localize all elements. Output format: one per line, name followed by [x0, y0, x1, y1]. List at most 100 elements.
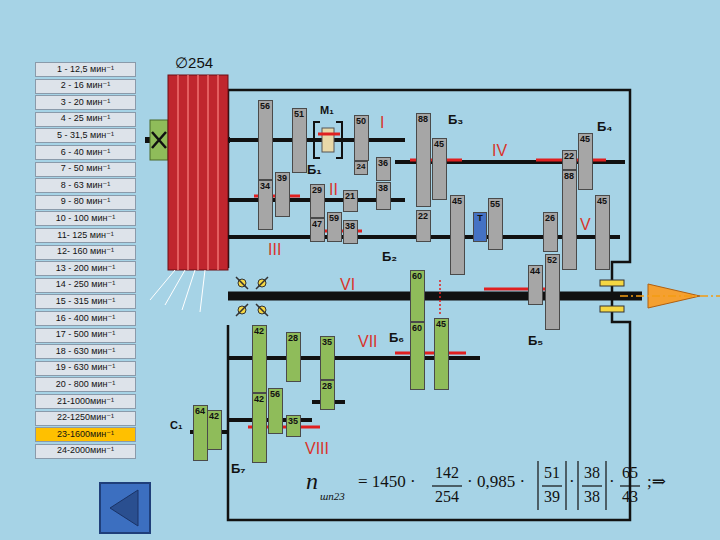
gear: 35 [320, 336, 335, 380]
speed-cell: 3 - 20 мин⁻¹ [35, 95, 136, 110]
gear: 52 [545, 254, 560, 330]
shaft-number: IV [492, 142, 507, 160]
pulley-grooves [178, 75, 218, 270]
gear: 24 [354, 161, 368, 175]
speed-cell: 12- 160 мин⁻¹ [35, 245, 136, 260]
belt-lines [200, 270, 205, 312]
gear: 22 [416, 210, 431, 242]
gear: 45 [434, 318, 449, 390]
speed-value: 2 - 16 мин⁻¹ [61, 81, 110, 91]
tooth-count: 45 [434, 140, 444, 150]
gear: 22 [562, 150, 577, 170]
speed-value: 5 - 31,5 мин⁻¹ [57, 131, 114, 141]
speed-value: 19 - 630 мин⁻¹ [56, 363, 115, 373]
formula-part: 65 [622, 464, 638, 482]
shafts [190, 140, 625, 432]
tooth-count: 42 [254, 327, 264, 337]
formula-part: 39 [544, 488, 560, 506]
pulley-grooves [197, 75, 199, 270]
formula-bars [582, 485, 602, 486]
formula-bars [542, 485, 562, 486]
tooth-count: 38 [378, 184, 388, 194]
tooth-count: 42 [254, 395, 264, 405]
speed-cell: 18 - 630 мин⁻¹ [35, 344, 136, 359]
gear: 28 [320, 380, 335, 410]
dotted-link [439, 280, 441, 316]
gear: 47 [310, 218, 325, 242]
shaft-number: VII [358, 333, 378, 351]
tooth-count: 56 [270, 390, 280, 400]
shaft-number: VIII [305, 440, 329, 458]
tooth-count: 47 [312, 220, 322, 230]
tooth-count: 28 [322, 382, 332, 392]
gear: 38 [343, 220, 358, 244]
gear: 42 [207, 410, 222, 450]
speed-cell: 16 - 400 мин⁻¹ [35, 311, 136, 326]
gear: 26 [543, 212, 558, 252]
speed-cell: 15 - 315 мин⁻¹ [35, 294, 136, 309]
formula-bars [432, 461, 640, 510]
tooth-count: 59 [329, 214, 339, 224]
tooth-count: 55 [490, 200, 500, 210]
shaft-number: III [268, 241, 281, 259]
tooth-count: 64 [195, 407, 205, 417]
gear: 45 [432, 138, 447, 200]
formula-bars [605, 461, 606, 510]
engagement-lines [318, 133, 340, 136]
speed-cell: 19 - 630 мин⁻¹ [35, 361, 136, 376]
tooth-count: 60 [412, 272, 422, 282]
gear: 88 [562, 170, 577, 270]
pulley-grooves [187, 75, 189, 270]
gear-block-name: Б₂ [382, 250, 397, 264]
shaft-number: II [329, 181, 338, 199]
pulley-grooves [177, 75, 179, 270]
clutch-name: C₁ [170, 419, 183, 431]
tooth-count: 52 [547, 256, 557, 266]
speed-value: 3 - 20 мин⁻¹ [61, 98, 110, 108]
speed-value: 9 - 80 мин⁻¹ [61, 197, 110, 207]
speed-cell: 2 - 16 мин⁻¹ [35, 79, 136, 94]
gear: 56 [258, 100, 273, 180]
gear: 45 [595, 195, 610, 270]
gear: 88 [416, 113, 431, 207]
belt-lines [165, 270, 185, 305]
tooth-count: 51 [294, 110, 304, 120]
bearings [238, 279, 624, 314]
speed-value: 1 - 12,5 мин⁻¹ [57, 65, 114, 75]
tooth-count: 44 [530, 267, 540, 277]
speed-value: 23-1600мин⁻¹ [57, 430, 114, 440]
formula-bars [565, 461, 566, 510]
tooth-count: 88 [418, 115, 428, 125]
shaft-number: V [580, 216, 591, 234]
gear: 34 [258, 180, 273, 230]
gear: 56 [268, 388, 283, 434]
formula-bars [577, 461, 578, 510]
gear: 38 [376, 182, 391, 210]
formula-part: 38 [584, 464, 600, 482]
shafts [228, 138, 405, 142]
speed-value: 16 - 400 мин⁻¹ [56, 314, 115, 324]
tooth-count: 60 [412, 324, 422, 334]
gear-block-name: Б₇ [231, 462, 246, 476]
speed-cell: 22-1250мин⁻¹ [35, 411, 136, 426]
tooth-count: 35 [322, 338, 332, 348]
speed-value: 22-1250мин⁻¹ [57, 413, 114, 423]
coupling-block [150, 120, 168, 160]
gear: T [473, 212, 487, 242]
tooth-count: 45 [580, 135, 590, 145]
housing-outline [228, 90, 630, 520]
back-arrow [110, 490, 138, 526]
speed-value: 8 - 63 мин⁻¹ [61, 181, 110, 191]
bearing-lines [236, 277, 268, 316]
speed-cell: 5 - 31,5 мин⁻¹ [35, 128, 136, 143]
gear-block-name: Б₅ [528, 334, 543, 348]
shaft-number: I [380, 114, 384, 132]
speed-value: 21-1000мин⁻¹ [57, 397, 114, 407]
speed-cell: 11- 125 мин⁻¹ [35, 228, 136, 243]
gear-block-name: Б₆ [389, 331, 404, 345]
gear: 51 [292, 108, 307, 173]
gear: 42 [252, 325, 267, 393]
formula-part: 38 [584, 488, 600, 506]
gear-block-name: Б₄ [597, 120, 613, 134]
back-button [100, 483, 150, 533]
